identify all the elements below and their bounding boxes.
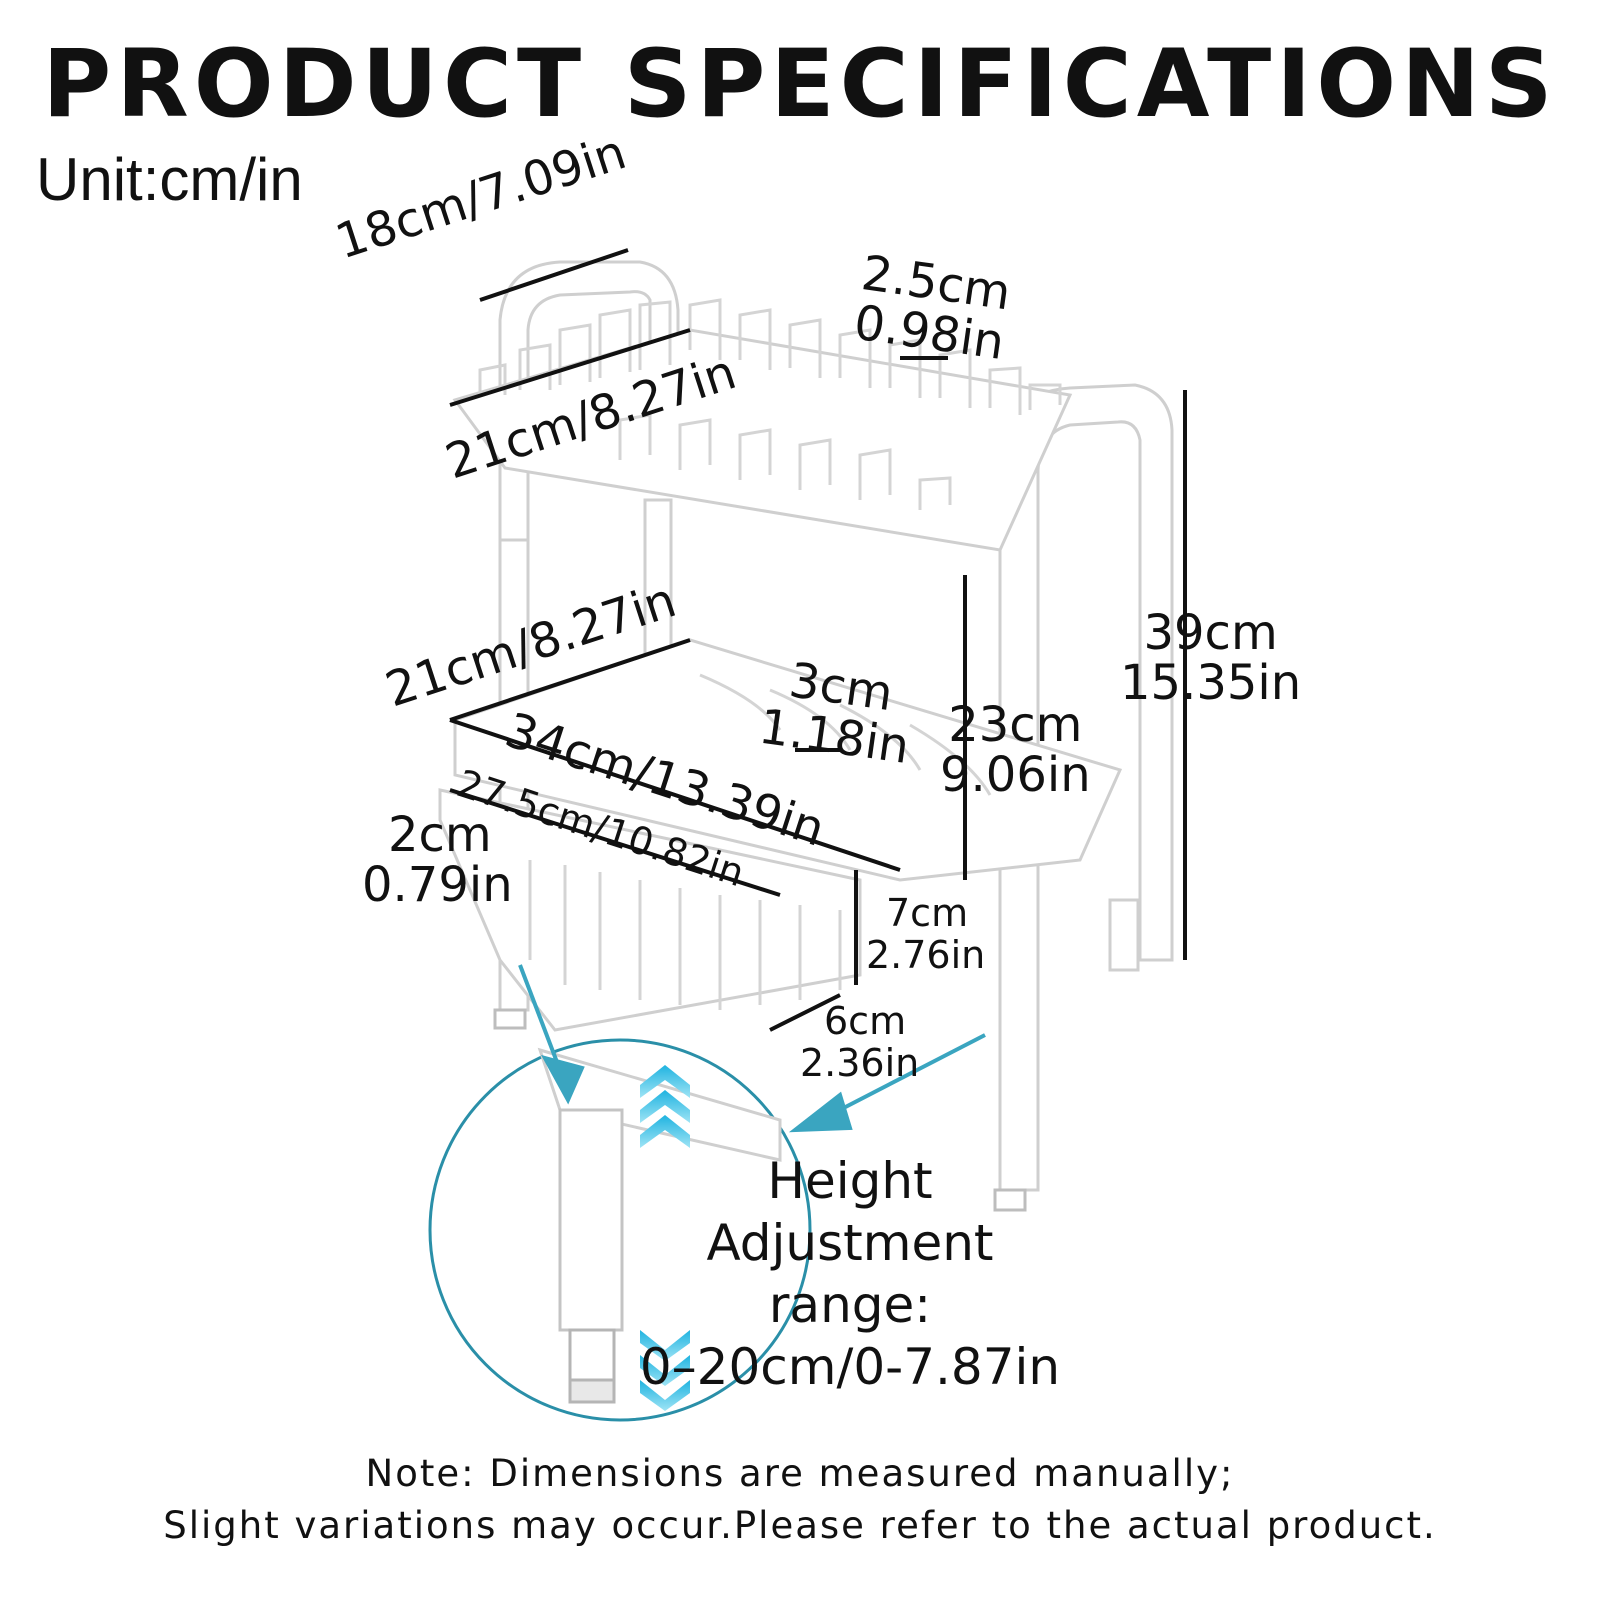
rack-feet — [493, 1008, 1027, 1212]
rack-frame — [438, 260, 1174, 1192]
dimension-lines — [449, 248, 1187, 1032]
height-down-arrows-icon — [640, 1330, 690, 1411]
measurement-note: Note: Dimensions are measured manually; … — [163, 1452, 1437, 1547]
total-height-label: 39cm 15.35in — [1120, 605, 1302, 711]
height-adjustment-label: Height Adjustment range: 0–20cm/0-7.87in — [639, 1152, 1061, 1396]
page-title: PRODUCT SPECIFICATIONS — [42, 30, 1558, 139]
basket-rail-label: 2cm 0.79in — [362, 807, 513, 913]
rack-wires — [478, 298, 1062, 1010]
basket-height-label: 7cm 2.76in — [866, 891, 986, 977]
top-slot-gap-label: 2.5cm 0.98in — [850, 245, 1015, 371]
lower-slot-gap-label: 3cm 1.18in — [755, 652, 913, 775]
callout-arrows — [518, 964, 986, 1133]
basket-depth-label: 6cm 2.36in — [800, 999, 920, 1085]
height-up-arrows-icon — [640, 1065, 690, 1148]
unit-label: Unit:cm/in — [36, 146, 303, 213]
tier-gap-label: 23cm 9.06in — [940, 697, 1091, 803]
